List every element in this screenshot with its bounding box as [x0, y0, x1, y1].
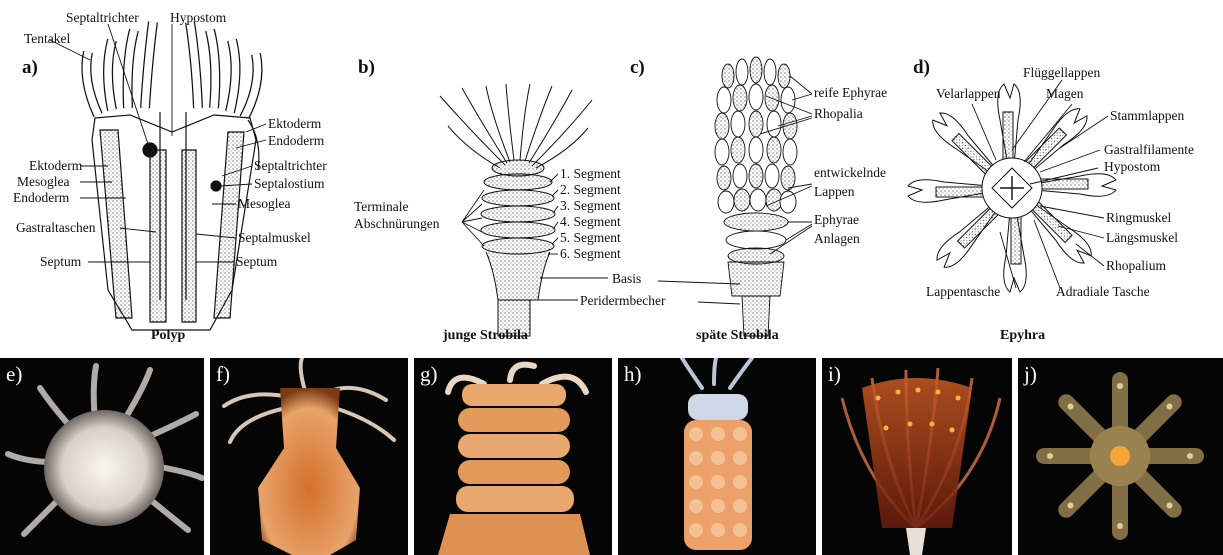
caption-polyp: Polyp	[151, 329, 185, 343]
photo-j-image	[1018, 358, 1223, 555]
label-septum-left: Septum	[40, 255, 81, 269]
label-magen: Magen	[1046, 87, 1084, 101]
photo-h-letter: h)	[624, 364, 642, 385]
photo-g-image	[414, 358, 612, 555]
label-reife-ephyrae: reife Ephyrae	[814, 86, 887, 100]
label-gastraltaschen: Gastraltaschen	[16, 221, 95, 235]
photo-j-ephyra: j)	[1018, 358, 1223, 555]
label-lappen: Lappen	[814, 185, 854, 199]
ephyra-drawing	[908, 84, 1116, 292]
photo-f-letter: f)	[216, 364, 230, 385]
panel-c-letter: c)	[630, 58, 645, 77]
label-rhopalia: Rhopalia	[814, 107, 863, 121]
photo-i-letter: i)	[828, 364, 841, 385]
photo-e-polyp: e)	[0, 358, 204, 555]
label-endoderm-right: Endoderm	[268, 134, 324, 148]
label-ringmuskel: Ringmuskel	[1106, 211, 1171, 225]
label-hypostom-ephyra: Hypostom	[1104, 160, 1160, 174]
label-tentakel: Tentakel	[24, 32, 70, 46]
photo-h-strobila: h)	[618, 358, 816, 555]
label-segment-3: 3. Segment	[560, 199, 621, 213]
panel-a-letter: a)	[22, 58, 38, 77]
ephyrae-stack	[715, 57, 797, 264]
label-segment-5: 5. Segment	[560, 231, 621, 245]
label-anlagen: Anlagen	[814, 232, 860, 246]
panel-d-letter: d)	[913, 58, 930, 77]
label-peridermbecher: Peridermbecher	[580, 294, 665, 308]
photo-i-image	[822, 358, 1012, 555]
polyp-drawing	[86, 22, 259, 330]
label-endoderm-left: Endoderm	[13, 191, 69, 205]
label-lappentasche: Lappentasche	[926, 285, 1000, 299]
label-velarlappen: Velarlappen	[936, 87, 1000, 101]
photo-e-letter: e)	[6, 364, 22, 385]
panel-b-letter: b)	[358, 58, 375, 77]
label-mesoglea-left: Mesoglea	[17, 175, 69, 189]
caption-late-strobila: späte Strobila	[696, 329, 779, 343]
label-segment-1: 1. Segment	[560, 167, 621, 181]
label-ektoderm-left: Ektoderm	[29, 159, 82, 173]
label-basis: Basis	[612, 272, 641, 286]
label-septalostium: Septalostium	[254, 177, 325, 191]
label-stammlappen: Stammlappen	[1110, 109, 1184, 123]
photo-g-letter: g)	[420, 364, 438, 385]
late-strobila-drawing	[715, 57, 797, 336]
label-entwickelnde: entwickelnde	[814, 166, 886, 180]
label-septum-right: Septum	[236, 255, 277, 269]
label-hypostom: Hypostom	[170, 11, 226, 25]
label-septaltrichter-right: Septaltrichter	[254, 159, 327, 173]
label-segment-4: 4. Segment	[560, 215, 621, 229]
photo-g-strobila: g)	[414, 358, 612, 555]
label-septalmuskel: Septalmuskel	[238, 231, 311, 245]
caption-ephyra: Epyhra	[1000, 329, 1045, 343]
photo-f-image	[210, 358, 408, 555]
label-terminale: Terminale	[354, 200, 409, 214]
photo-e-image	[0, 358, 204, 555]
label-ephyrae: Ephyrae	[814, 213, 859, 227]
label-segment-6: 6. Segment	[560, 247, 621, 261]
label-laengsmuskel: Längsmuskel	[1106, 231, 1178, 245]
label-gastralfilamente: Gastralfilamente	[1104, 143, 1194, 157]
photo-h-image	[618, 358, 816, 555]
photo-f-strobila: f)	[210, 358, 408, 555]
caption-young-strobila: junge Strobila	[443, 329, 528, 343]
photo-i-strobila: i)	[822, 358, 1012, 555]
label-adradiale-tasche: Adradiale Tasche	[1056, 285, 1150, 299]
label-mesoglea-right: Mesoglea	[238, 197, 290, 211]
label-rhopalium: Rhopalium	[1106, 259, 1166, 273]
photo-j-letter: j)	[1024, 364, 1037, 385]
label-septaltrichter-top: Septaltrichter	[66, 11, 139, 25]
label-abschnuerungen: Abschnürungen	[354, 217, 439, 231]
label-ektoderm-right: Ektoderm	[268, 117, 321, 131]
label-segment-2: 2. Segment	[560, 183, 621, 197]
label-fluegellappen: Flüggellappen	[1023, 66, 1100, 80]
